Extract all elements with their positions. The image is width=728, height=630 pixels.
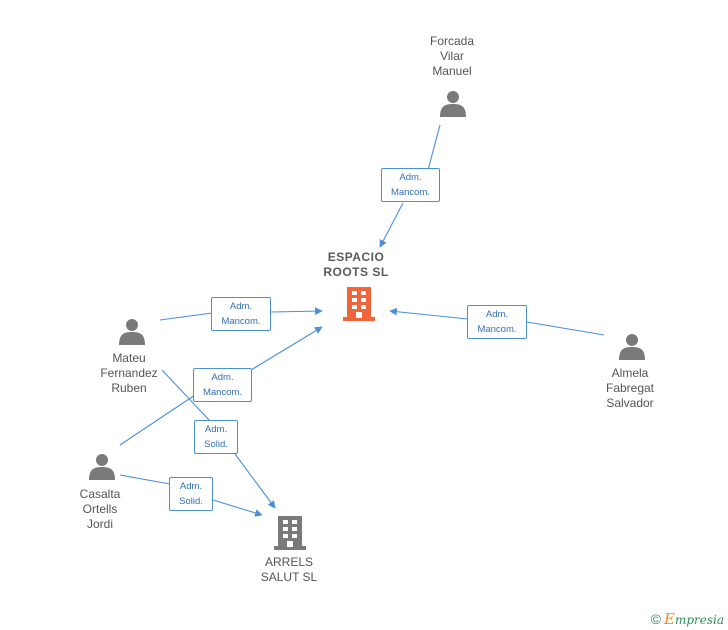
- edges: [119, 124, 605, 515]
- edge-label-almela-espacio[interactable]: Adm. Mancom.: [467, 305, 527, 339]
- building-icon[interactable]: [274, 516, 306, 550]
- person-icon[interactable]: [89, 454, 115, 480]
- edge-mateu-arrels: [161, 369, 275, 508]
- person-icon[interactable]: [619, 334, 645, 360]
- edge-mateu-espacio: [159, 311, 322, 321]
- edge-label-line: Solid.: [204, 439, 228, 450]
- node-label-line: Ortells: [82, 502, 118, 516]
- node-label-line: Casalta: [79, 487, 121, 501]
- node-label-line: Almela: [611, 366, 649, 380]
- node-label-line: ROOTS SL: [323, 265, 389, 279]
- person-icon[interactable]: [440, 91, 466, 117]
- person-icon[interactable]: [119, 319, 145, 345]
- node-label-line: Vilar: [440, 49, 464, 63]
- brand-logo-initial: E: [663, 610, 675, 628]
- edge-label-line: Adm.: [229, 301, 253, 312]
- building-icon[interactable]: [343, 287, 375, 321]
- node-label-forcada[interactable]: Forcada Vilar Manuel: [402, 34, 502, 79]
- node-label-casalta[interactable]: Casalta Ortells Jordi: [50, 487, 150, 532]
- edge-label-line: Adm.: [211, 372, 234, 383]
- edge-casalta-espacio: [119, 327, 322, 446]
- edge-label-line: Adm.: [204, 424, 228, 435]
- node-label-line: Fernandez: [100, 366, 158, 380]
- node-label-line: Salvador: [606, 396, 654, 410]
- edge-label-line: Mancom.: [221, 316, 261, 327]
- node-label-line: ESPACIO: [327, 250, 385, 264]
- node-label-almela[interactable]: Almela Fabregat Salvador: [580, 366, 680, 411]
- edge-label-casalta-arrels[interactable]: Adm. Solid.: [169, 477, 213, 511]
- copyright-icon: ©: [650, 611, 661, 627]
- node-label-arrels[interactable]: ARRELS SALUT SL: [239, 555, 339, 585]
- edge-label-line: Adm.: [179, 481, 203, 492]
- brand-logo-text: mpresia: [674, 613, 724, 627]
- edge-label-forcada-espacio[interactable]: Adm. Mancom.: [381, 168, 440, 202]
- node-label-espacio[interactable]: ESPACIO ROOTS SL: [306, 250, 406, 280]
- edge-label-casalta-espacio[interactable]: Adm. Mancom.: [193, 368, 252, 402]
- node-label-line: Mateu: [112, 351, 146, 365]
- footer-brand[interactable]: ©Empresia: [651, 610, 724, 628]
- node-label-line: Ruben: [111, 381, 147, 395]
- node-label-line: Forcada: [429, 34, 475, 48]
- node-label-line: SALUT SL: [260, 570, 318, 584]
- edge-label-mateu-arrels[interactable]: Adm. Solid.: [194, 420, 238, 454]
- node-label-line: ARRELS: [264, 555, 314, 569]
- edge-label-line: Mancom.: [477, 324, 517, 335]
- edge-forcada-espacio: [380, 124, 441, 247]
- node-label-line: Fabregat: [605, 381, 655, 395]
- edge-almela-espacio: [390, 311, 605, 336]
- node-label-line: Jordi: [86, 517, 113, 531]
- edge-label-line: Mancom.: [202, 387, 243, 398]
- edge-label-line: Solid.: [179, 496, 203, 507]
- node-label-line: Manuel: [432, 64, 472, 78]
- edge-casalta-arrels: [119, 474, 262, 515]
- edge-label-line: Mancom.: [390, 187, 431, 198]
- node-label-mateu[interactable]: Mateu Fernandez Ruben: [79, 351, 179, 396]
- edge-label-line: Adm.: [399, 172, 422, 183]
- edge-label-mateu-espacio[interactable]: Adm. Mancom.: [211, 297, 271, 331]
- edge-label-line: Adm.: [485, 309, 509, 320]
